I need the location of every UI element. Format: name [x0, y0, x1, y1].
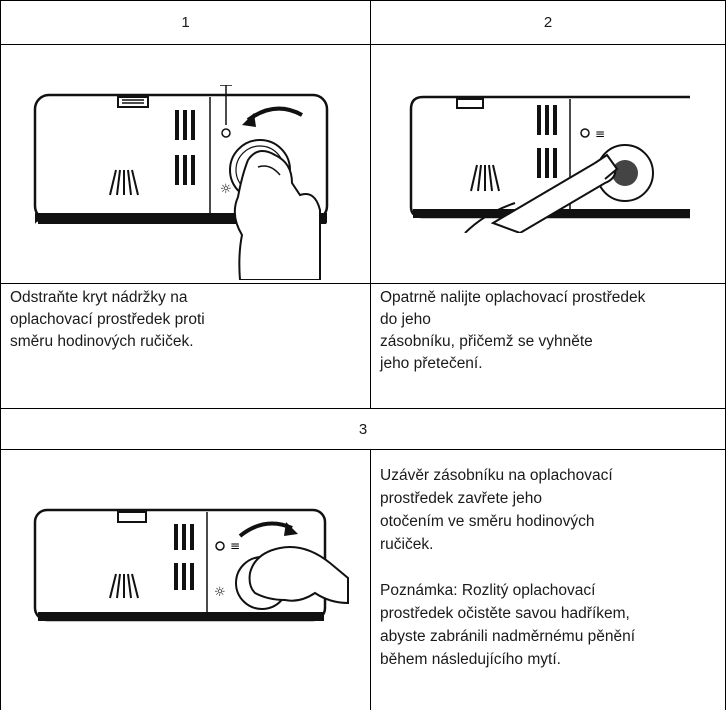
text-line: Uzávěr zásobníku na oplachovací — [380, 467, 613, 484]
text-line: směru hodinových ručiček. — [10, 333, 194, 350]
column-divider — [370, 0, 371, 409]
text-line: ručiček. — [380, 536, 434, 553]
step-2-instructions: Opatrně nalijte oplachovací prostředek d… — [372, 287, 724, 375]
note-line: prostředek očistěte savou hadříkem, — [380, 605, 630, 622]
svg-text:≡: ≡ — [595, 127, 605, 141]
note-line: během následujícího mytí. — [380, 651, 561, 668]
note-line: abyste zabránili nadměrnému pěnění — [380, 628, 636, 645]
text-line: prostředek zavřete jeho — [380, 490, 542, 507]
step-1-instructions: Odstraňte kryt nádržky na oplachovací pr… — [2, 287, 368, 353]
row-divider — [0, 44, 726, 45]
close-cap-illustration: ≡ ☼ — [33, 508, 349, 622]
step-number-3: 3 — [358, 420, 368, 438]
table-border-top — [0, 0, 726, 1]
step-number-2: 2 — [543, 14, 553, 31]
column-divider — [370, 449, 371, 710]
text-line: Odstraňte kryt nádržky na — [10, 289, 188, 306]
text-line: jeho přetečení. — [380, 355, 483, 372]
row-divider — [0, 449, 726, 450]
step-number-1: 1 — [181, 14, 190, 31]
table-border-left — [0, 0, 1, 710]
svg-text:☼: ☼ — [220, 182, 232, 197]
spacer — [380, 556, 716, 579]
row-divider — [0, 283, 726, 284]
note-line: Poznámka: Rozlitý oplachovací — [380, 582, 596, 599]
pour-rinse-aid-illustration: ≡ — [409, 95, 690, 233]
step-3-instructions: Uzávěr zásobníku na oplachovací prostřed… — [372, 464, 724, 671]
text-line: Opatrně nalijte oplachovací prostředek — [380, 289, 646, 306]
svg-text:≡: ≡ — [230, 539, 240, 553]
svg-text:☼: ☼ — [214, 585, 226, 600]
text-line: oplachovací prostředek proti — [10, 311, 205, 328]
text-line: do jeho — [380, 311, 431, 328]
remove-cap-illustration: ☼ — [33, 85, 329, 280]
text-line: zásobníku, přičemž se vyhněte — [380, 333, 593, 350]
text-line: otočením ve směru hodinových — [380, 513, 595, 530]
row-divider — [0, 408, 726, 409]
